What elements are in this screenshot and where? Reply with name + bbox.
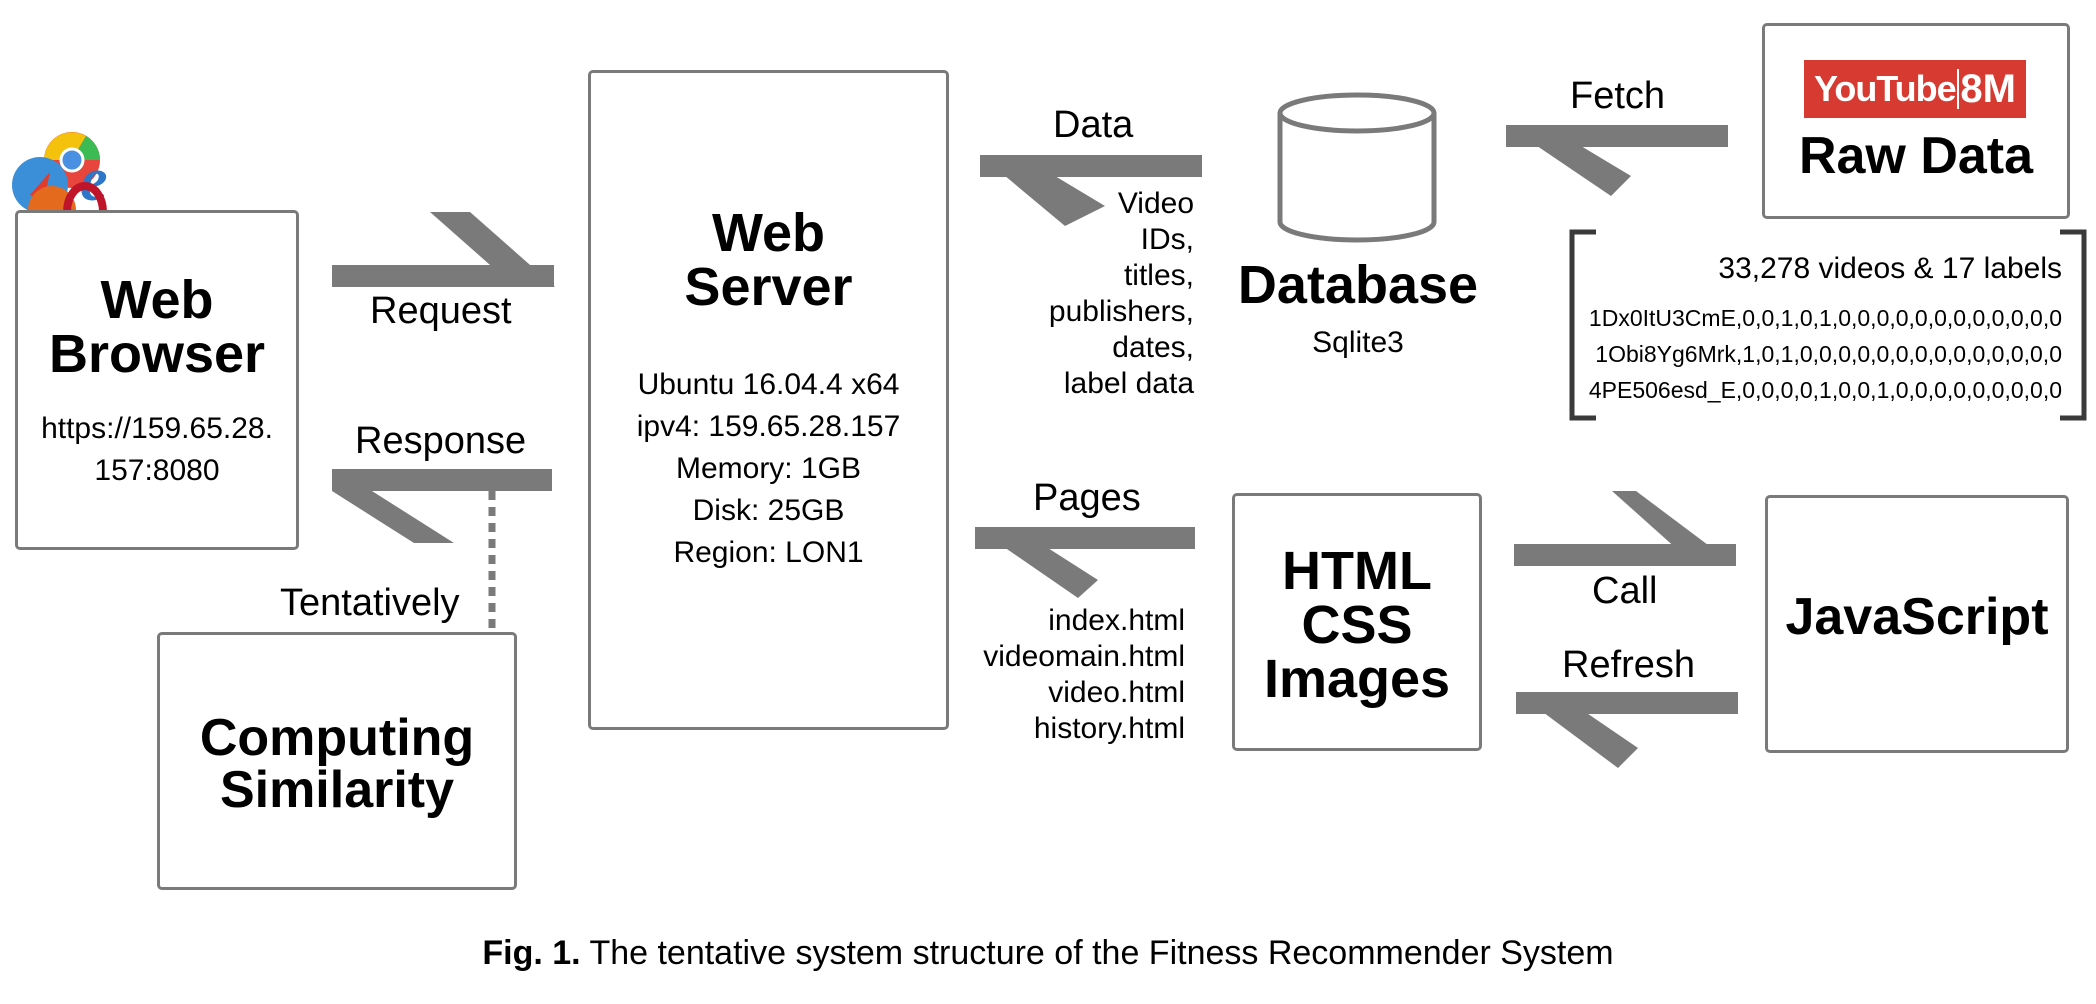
page-file-0: index.html bbox=[1048, 604, 1185, 637]
call-label: Call bbox=[1592, 570, 1658, 612]
web-browser-title: Web Browser bbox=[15, 273, 299, 381]
label-panel-rows: 1Dx0ItU3CmE,0,0,1,0,1,0,0,0,0,0,0,0,0,0,… bbox=[1580, 300, 2062, 408]
label-row: 1Dx0ItU3CmE,0,0,1,0,1,0,0,0,0,0,0,0,0,0,… bbox=[1588, 305, 2062, 331]
html-title-line2: CSS bbox=[1301, 595, 1413, 655]
html-css-images-box bbox=[1232, 493, 1482, 751]
figure-caption-text: The tentative system structure of the Fi… bbox=[580, 934, 1614, 972]
response-label: Response bbox=[355, 420, 527, 462]
request-arrow bbox=[332, 212, 555, 287]
spec-region: Region: LON1 bbox=[673, 536, 864, 569]
refresh-arrow bbox=[1516, 692, 1738, 768]
computing-title-line2: Similarity bbox=[219, 761, 455, 819]
web-browser-url-line2: 157:8080 bbox=[94, 454, 220, 487]
web-browser-title-line2: Browser bbox=[48, 324, 266, 384]
data-detail-4: dates, bbox=[1112, 331, 1194, 364]
web-server-specs: Ubuntu 16.04.4 x64 ipv4: 159.65.28.157 M… bbox=[588, 364, 949, 574]
html-title-line3: Images bbox=[1263, 649, 1451, 709]
data-detail-3: publishers, bbox=[1048, 295, 1194, 328]
label-panel-heading: 33,278 videos & 17 labels bbox=[1718, 252, 2062, 285]
computing-similarity-box bbox=[157, 632, 517, 890]
javascript-title: JavaScript bbox=[1785, 588, 2049, 646]
spec-memory: Memory: 1GB bbox=[675, 452, 862, 485]
database-cylinder-icon bbox=[1277, 92, 1437, 243]
youtube-logo-icon: YouTube 8M bbox=[1804, 60, 2026, 118]
youtube-logo-count: 8M bbox=[1960, 66, 2016, 111]
fetch-label: Fetch bbox=[1570, 75, 1666, 117]
web-server-title: Web Server bbox=[588, 206, 949, 314]
call-arrow bbox=[1514, 491, 1736, 566]
database-title: Database bbox=[1237, 255, 1479, 315]
web-browser-url-line1: https://159.65.28. bbox=[41, 412, 273, 445]
computing-similarity-title: Computing Similarity bbox=[157, 712, 517, 816]
pages-label: Pages bbox=[1033, 477, 1141, 519]
web-browser-box bbox=[15, 210, 299, 550]
raw-data-box bbox=[1762, 23, 2070, 219]
page-file-2: video.html bbox=[1048, 676, 1185, 709]
youtube-logo-word: YouTube bbox=[1814, 68, 1957, 109]
web-server-box bbox=[588, 70, 949, 730]
spec-os: Ubuntu 16.04.4 x64 bbox=[637, 368, 900, 401]
youtube-logo-separator bbox=[1957, 69, 1960, 109]
spec-disk: Disk: 25GB bbox=[692, 494, 845, 527]
raw-data-title: Raw Data bbox=[1798, 127, 2034, 185]
data-details: Video IDs, titles, publishers, dates, la… bbox=[1000, 186, 1194, 402]
database-subtitle: Sqlite3 bbox=[1312, 326, 1404, 359]
tentatively-label: Tentatively bbox=[280, 582, 460, 624]
html-css-images-title: HTML CSS Images bbox=[1232, 544, 1482, 706]
fetch-arrow bbox=[1506, 125, 1728, 196]
data-label: Data bbox=[1053, 104, 1134, 146]
page-file-1: videomain.html bbox=[983, 640, 1185, 673]
data-detail-5: label data bbox=[1063, 367, 1194, 400]
data-detail-1: IDs, bbox=[1140, 223, 1194, 256]
figure-caption: Fig. 1. The tentative system structure o… bbox=[0, 934, 2096, 973]
response-arrow bbox=[332, 469, 552, 543]
data-arrow bbox=[980, 155, 1202, 226]
pages-files: index.html videomain.html video.html his… bbox=[940, 603, 1185, 747]
pages-arrow bbox=[975, 527, 1195, 598]
page-file-3: history.html bbox=[1033, 712, 1185, 745]
web-server-title-line2: Server bbox=[684, 257, 853, 317]
figure-caption-label: Fig. 1. bbox=[482, 934, 581, 972]
data-detail-2: titles, bbox=[1123, 259, 1194, 292]
spec-ipv4: ipv4: 159.65.28.157 bbox=[636, 410, 901, 443]
web-browser-url: https://159.65.28. 157:8080 bbox=[15, 408, 299, 492]
web-server-title-line1: Web bbox=[711, 203, 825, 263]
computing-title-line1: Computing bbox=[199, 709, 475, 767]
label-row: 1Obi8Yg6Mrk,1,0,1,0,0,0,0,0,0,0,0,0,0,0,… bbox=[1595, 341, 2062, 367]
web-browser-title-line1: Web bbox=[100, 270, 214, 330]
label-row: 4PE506esd_E,0,0,0,0,1,0,0,1,0,0,0,0,0,0,… bbox=[1588, 377, 2062, 403]
request-label: Request bbox=[370, 290, 512, 332]
html-title-line1: HTML bbox=[1282, 541, 1432, 601]
refresh-label: Refresh bbox=[1562, 644, 1696, 686]
javascript-box bbox=[1765, 495, 2069, 753]
data-detail-0: Video bbox=[1117, 187, 1194, 220]
